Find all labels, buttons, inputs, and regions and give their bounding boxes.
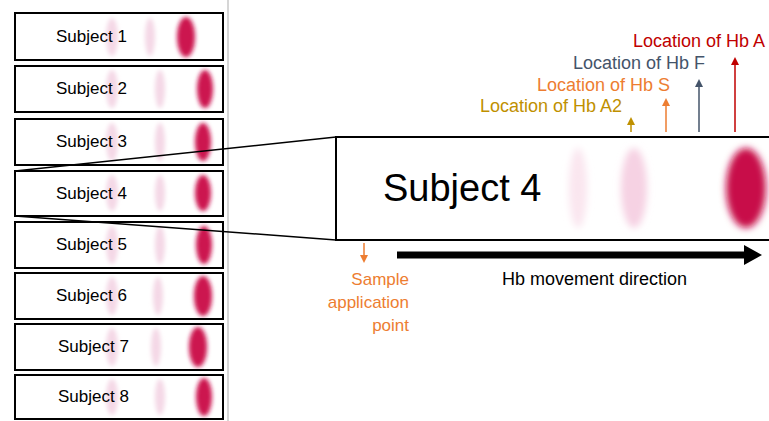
- gel-lane-box: Subject 6: [14, 272, 224, 320]
- subject-name: Subject 1: [56, 27, 127, 47]
- subject-name: Subject 8: [58, 387, 129, 407]
- subject-name: Subject 4: [56, 184, 127, 204]
- zoom-bands: [569, 148, 766, 228]
- subject-name: Subject 4: [383, 167, 541, 210]
- direction-arrow: [397, 245, 762, 265]
- separator-line: [227, 0, 229, 421]
- gel-lane-box: Subject 8: [14, 374, 224, 420]
- gel-lane-box: Subject 5: [14, 221, 224, 269]
- gel-lane-box: Subject 4: [14, 170, 224, 217]
- location-label: Location of Hb F: [573, 52, 705, 74]
- zoom-box: Subject 4: [335, 136, 769, 241]
- application-arrow: [360, 243, 368, 263]
- gel-lane-box: Subject 2: [14, 65, 224, 113]
- subject-name: Subject 5: [56, 235, 127, 255]
- application-label: Sample application point: [313, 268, 409, 337]
- location-label: Location of Hb A: [633, 30, 765, 52]
- subject-name: Subject 7: [58, 337, 129, 357]
- gel-lane-box: Subject 7: [14, 323, 224, 371]
- subject-name: Subject 6: [56, 286, 127, 306]
- direction-label: Hb movement direction: [502, 268, 687, 290]
- gel-lane-box: Subject 3: [14, 118, 224, 166]
- location-label: Location of Hb A2: [480, 95, 622, 117]
- subject-name: Subject 3: [56, 132, 127, 152]
- gel-lane-box: Subject 1: [14, 12, 224, 61]
- location-label: Location of Hb S: [537, 74, 670, 96]
- subject-name: Subject 2: [56, 79, 127, 99]
